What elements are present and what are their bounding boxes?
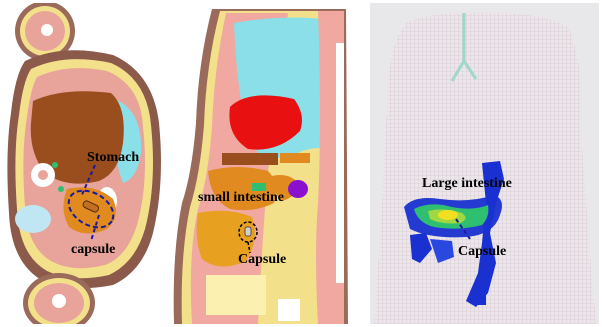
sagittal-slice-image: [168, 3, 367, 324]
sagittal-slice-panel: small intestine Capsule: [168, 3, 367, 324]
capsule-label: Capsule: [458, 245, 506, 259]
large-intestine-label: Large intestine: [422, 177, 512, 191]
axial-slice-panel: Stomach capsule: [3, 3, 165, 324]
voxel-torso-image: [370, 3, 599, 324]
stomach-label: Stomach: [87, 151, 139, 165]
capsule-label: Capsule: [238, 253, 286, 267]
capsule-label: capsule: [71, 243, 115, 257]
axial-slice-image: [3, 3, 165, 324]
voxel-torso-panel: Large intestine Capsule: [370, 3, 599, 324]
small-intestine-label: small intestine: [198, 191, 284, 205]
